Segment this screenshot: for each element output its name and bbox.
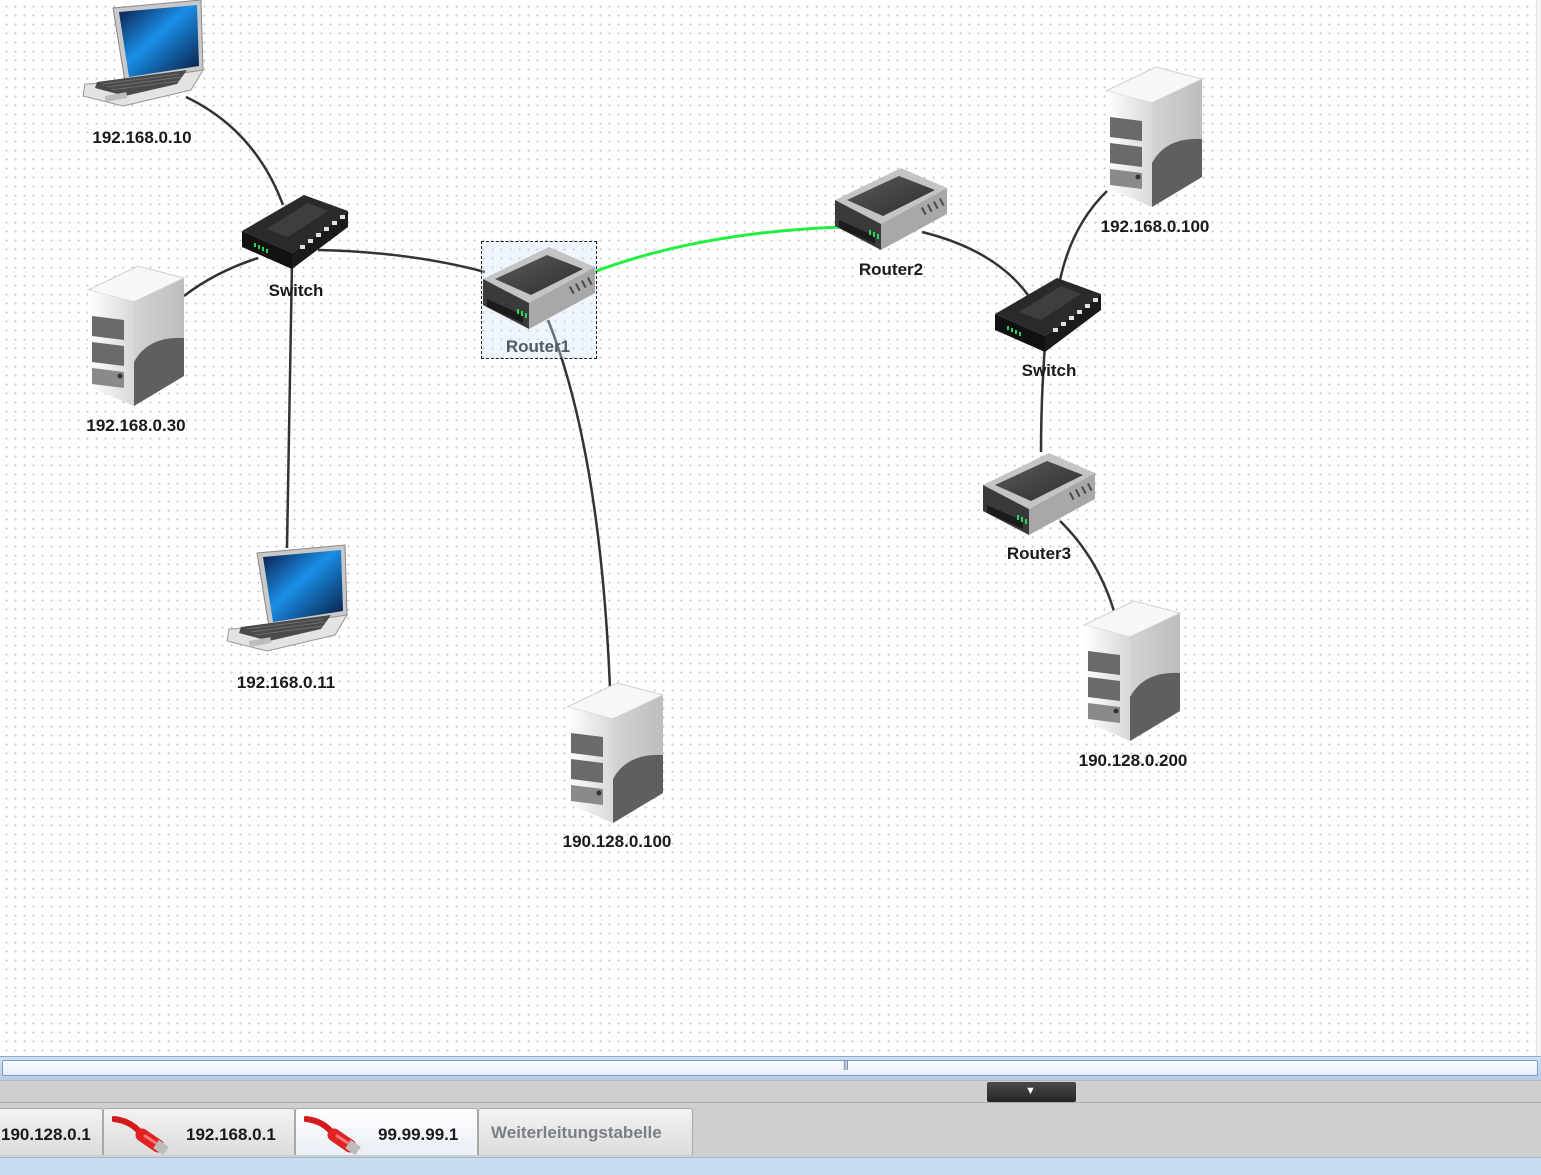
router-icon [835,168,947,250]
collapse-panel-button[interactable]: ▼ [987,1082,1076,1102]
laptop-icon [82,0,204,107]
node-label-server2: 190.128.0.100 [562,832,672,851]
network-canvas[interactable]: 192.168.0.10 Switch 192.168.0.30 192.168… [0,0,1541,1056]
switch-icon [242,195,348,269]
node-label-router1: Router1 [505,337,571,356]
link-router1-router2-highlighted[interactable] [593,225,844,274]
switch-icon [995,278,1101,352]
switch-node-switch1[interactable] [242,193,348,269]
link-switch1-router1[interactable] [317,248,486,274]
node-label-server3: 192.168.0.100 [1100,217,1210,236]
link-layer [183,95,1118,689]
horizontal-scrollbar[interactable]: ||| [0,1056,1541,1080]
tab-interface-99-99-99-1[interactable]: 99.99.99.1 [295,1108,478,1156]
tab-label: 190.128.0.1 [1,1125,91,1144]
router-icon [983,453,1095,535]
server-node-server3[interactable] [1104,66,1204,207]
link-laptop2-switch1[interactable] [285,261,294,549]
router-node-router3[interactable] [983,449,1095,535]
node-label-router2: Router2 [858,260,924,279]
server-icon [565,682,665,823]
server-icon [1104,66,1204,207]
server-icon [86,265,186,406]
server-node-server4[interactable] [1082,600,1182,741]
link-switch2-router3[interactable] [1039,344,1047,453]
chevron-down-icon: ▼ [1025,1085,1036,1097]
node-label-router3: Router3 [1006,544,1072,563]
link-router1-server2[interactable] [546,319,612,689]
router-node-router2[interactable] [835,164,947,250]
network-cable-icon [112,1116,169,1156]
scrollbar-thumb[interactable] [2,1060,1538,1076]
switch-node-switch2[interactable] [995,276,1101,352]
link-server1-switch1[interactable] [183,256,259,297]
laptop-node-laptop1[interactable] [82,0,205,107]
laptop-icon [226,544,348,652]
server-node-server2[interactable] [565,682,665,823]
tab-label: Weiterleitungstabelle [491,1123,662,1142]
tab-interface-192-168-0-1[interactable]: 192.168.0.1 [103,1108,295,1156]
router-icon [483,247,595,329]
laptop-node-laptop2[interactable] [226,544,349,663]
node-label-laptop1: 192.168.0.10 [92,128,192,147]
node-label-server1: 192.168.0.30 [86,416,186,435]
link-router2-switch2[interactable] [921,230,1030,296]
node-label-switch1: Switch [268,281,324,300]
link-router3-server4[interactable] [1059,520,1118,619]
tab-label: 99.99.99.1 [378,1125,459,1144]
canvas-border [1536,0,1541,1056]
server-icon [1082,600,1182,741]
panel-splitter[interactable] [0,1080,1541,1102]
tab-interface-190-128-0-1[interactable]: 190.128.0.1 [0,1108,103,1155]
router-node-router1[interactable] [483,243,595,329]
server-node-server1[interactable] [86,265,186,406]
tab-forwarding-table[interactable]: Weiterleitungstabelle [478,1108,693,1155]
tab-label: 192.168.0.1 [186,1125,276,1144]
node-label-server4: 190.128.0.200 [1078,751,1188,770]
node-label-switch2: Switch [1021,361,1077,380]
link-laptop1-switch1[interactable] [185,95,285,206]
network-cable-icon [304,1116,361,1156]
link-server3-switch2[interactable] [1058,190,1108,281]
status-strip [0,1157,1541,1175]
scrollbar-grip-icon: ||| [843,1060,849,1071]
node-label-laptop2: 192.168.0.11 [236,673,336,692]
